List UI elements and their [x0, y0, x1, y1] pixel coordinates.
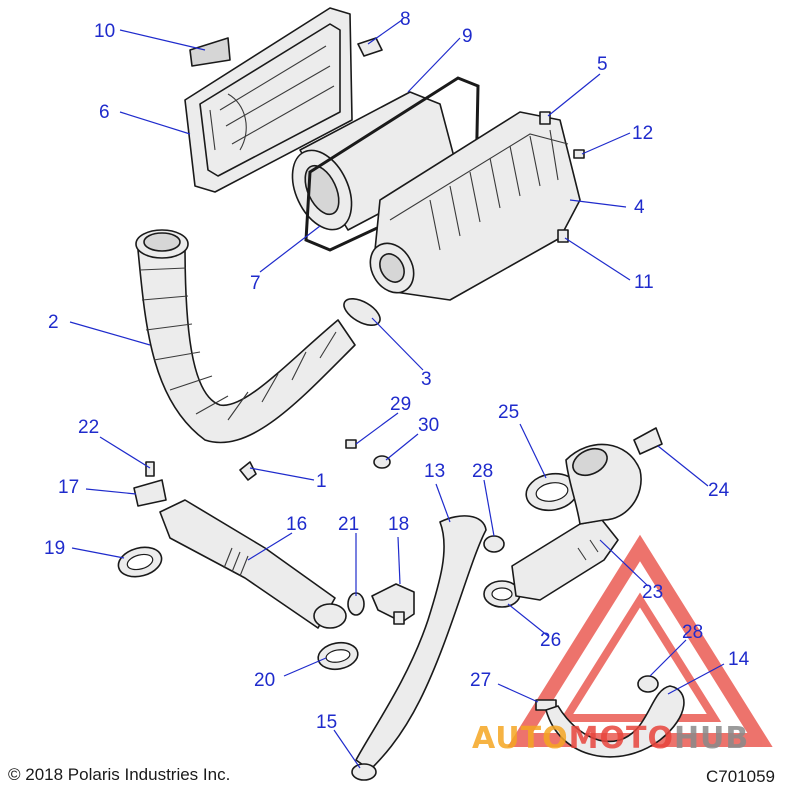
callout-3: 3 — [421, 369, 432, 390]
copyright-text: © 2018 Polaris Industries Inc. — [8, 765, 230, 784]
airbox-cover-part — [184, 7, 353, 193]
drawing-code: C701059 — [706, 767, 775, 786]
callout-11: 11 — [634, 272, 654, 293]
callout-27: 27 — [470, 670, 491, 691]
callout-22: 22 — [78, 417, 99, 438]
callout-13: 13 — [424, 461, 445, 482]
callout-20: 20 — [254, 670, 275, 691]
callout-23: 23 — [642, 582, 663, 603]
callout-7: 7 — [250, 273, 261, 294]
bolt-part-22 — [145, 461, 155, 477]
callout-8: 8 — [400, 9, 411, 30]
callout-4: 4 — [634, 197, 645, 218]
callout-28: 28 — [472, 461, 493, 482]
clamp-part-20 — [317, 641, 359, 671]
watermark-hub: HUB — [674, 721, 749, 756]
callout-9: 9 — [462, 26, 473, 47]
bracket-part-17 — [133, 479, 167, 507]
callout-12: 12 — [632, 123, 653, 144]
callout-17: 17 — [58, 477, 79, 498]
callout-16: 16 — [286, 514, 307, 535]
ring-part-21 — [347, 592, 365, 616]
watermark-auto: AUTO — [472, 721, 569, 756]
clip-part-30 — [373, 455, 391, 469]
sensor-part-24 — [633, 427, 663, 455]
clip-part-29 — [345, 439, 357, 449]
watermark-text: AUTOMOTOHUB — [472, 721, 749, 756]
clamp-part-25 — [525, 472, 579, 512]
clamp-part-28-upper — [483, 535, 505, 553]
watermark-moto: MOTO — [569, 721, 674, 756]
callout-18: 18 — [388, 514, 409, 535]
bolt-part-11 — [557, 229, 569, 243]
callout-19: 19 — [44, 538, 65, 559]
clamp-part-3 — [343, 297, 381, 327]
clamp-part-19 — [117, 546, 163, 578]
callout-5: 5 — [597, 54, 608, 75]
callout-24: 24 — [708, 480, 730, 501]
callout-25: 25 — [498, 402, 519, 423]
air-filter-part — [291, 91, 459, 231]
callout-1: 1 — [316, 471, 327, 492]
clip-part-8 — [357, 37, 383, 57]
callout-10: 10 — [94, 21, 115, 42]
hose-part-13 — [355, 515, 487, 771]
callout-6: 6 — [99, 102, 110, 123]
clamp-part-28-lower — [637, 675, 659, 693]
svg-text:AUTOMOTOHUB: AUTOMOTOHUB — [472, 721, 749, 756]
callout-14: 14 — [728, 649, 750, 670]
callout-numbers: 10 8 9 6 5 12 4 7 11 2 3 1 29 30 22 17 1… — [44, 9, 750, 733]
bolt-part-5 — [539, 111, 551, 125]
callout-15: 15 — [316, 712, 337, 733]
valve-part-18 — [371, 583, 415, 625]
hose-part-16 — [159, 499, 347, 629]
label-sticker-part — [189, 37, 231, 67]
clamp-part-15 — [351, 763, 377, 781]
elbow-hose-part-23 — [511, 443, 642, 601]
callout-30: 30 — [418, 415, 439, 436]
callout-21: 21 — [338, 514, 359, 535]
leader-lines — [69, 19, 725, 769]
callout-29: 29 — [390, 394, 411, 415]
callout-28b: 28 — [682, 622, 703, 643]
callout-2: 2 — [48, 312, 59, 333]
hose-part-14 — [545, 685, 685, 758]
bolt-part-12 — [573, 149, 585, 159]
callout-26: 26 — [540, 630, 561, 651]
intake-duct-part — [135, 229, 356, 444]
grommet-part-1 — [239, 461, 257, 481]
